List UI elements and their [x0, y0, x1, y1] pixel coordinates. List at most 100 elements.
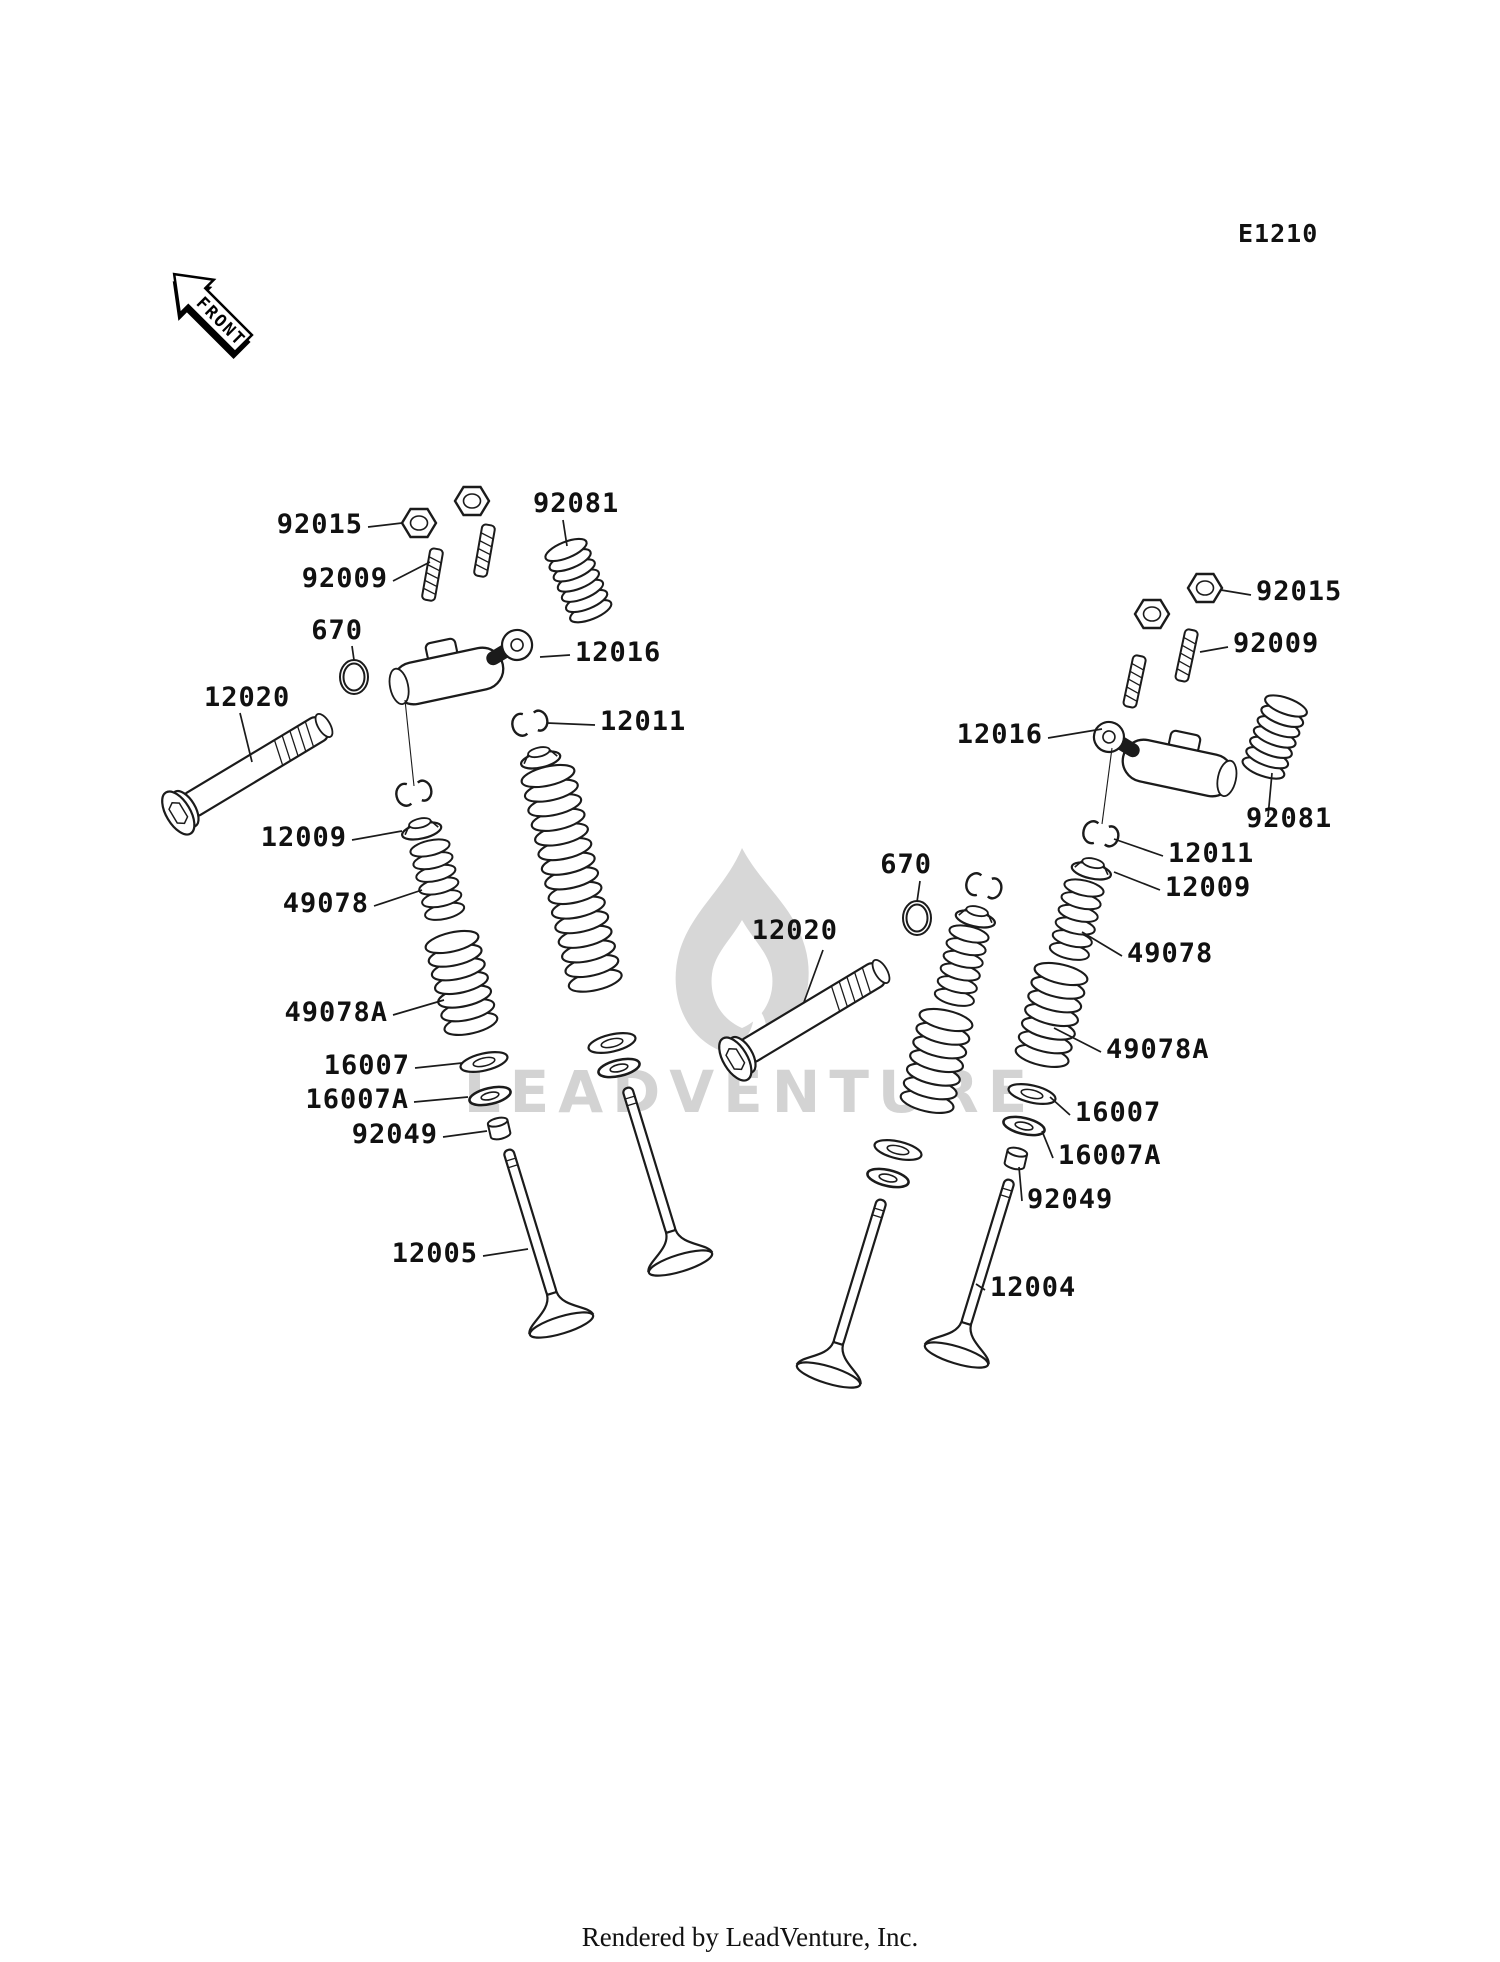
leader-left-670 — [351, 645, 355, 661]
left-assembly — [154, 485, 716, 1344]
label-left-49078: 49078 — [283, 888, 369, 919]
label-left-92015: 92015 — [277, 509, 363, 540]
left-stem-cap-92049 — [486, 1115, 513, 1142]
leader-right-92081 — [1267, 772, 1273, 818]
left-locknut-92015-a — [400, 507, 438, 539]
leader-left-92081 — [562, 519, 568, 547]
label-right-92081: 92081 — [1246, 803, 1332, 834]
right-leader-lines — [803, 589, 1273, 1291]
left-valve-spring-rear — [518, 759, 625, 997]
label-right-92015: 92015 — [1256, 576, 1342, 607]
right-assembly-axis-line — [1101, 747, 1113, 825]
left-assembly-axis-line — [404, 699, 415, 787]
label-right-16007: 16007 — [1075, 1097, 1161, 1128]
leader-right-49078a — [1053, 1027, 1102, 1053]
right-spring-seat-front — [871, 1135, 925, 1165]
label-left-12005: 12005 — [392, 1238, 478, 1269]
diagram-code: E1210 — [1238, 219, 1318, 248]
leader-right-670 — [916, 880, 921, 903]
label-left-12020: 12020 — [204, 682, 290, 713]
left-leader-lines — [239, 519, 596, 1257]
label-left-16007a: 16007A — [305, 1084, 409, 1115]
right-locknut-92015-b — [1133, 598, 1171, 630]
leader-left-92009 — [392, 561, 431, 582]
leader-right-16007 — [1049, 1096, 1071, 1116]
label-left-92049: 92049 — [352, 1119, 438, 1150]
leader-right-92009 — [1199, 646, 1229, 653]
label-right-12016: 12016 — [957, 719, 1043, 750]
front-arrow-icon: FRONT — [172, 272, 254, 360]
label-left-12011: 12011 — [600, 706, 686, 737]
label-right-12004: 12004 — [990, 1272, 1076, 1303]
right-rocker-arm-12016 — [1092, 720, 1238, 798]
leader-left-16007a — [413, 1096, 469, 1103]
label-right-670: 670 — [880, 849, 932, 880]
leader-left-12009 — [351, 830, 403, 841]
watermark-flame-icon — [675, 848, 809, 1052]
right-spring-49078-front — [932, 921, 992, 1011]
label-right-92009: 92009 — [1233, 628, 1319, 659]
left-rocker-arm-12016 — [388, 628, 534, 706]
label-right-12011: 12011 — [1168, 838, 1254, 869]
label-left-670: 670 — [311, 615, 363, 646]
right-spring-92081 — [1238, 689, 1311, 785]
label-left-16007: 16007 — [324, 1050, 410, 1081]
label-left-12009: 12009 — [261, 822, 347, 853]
leader-left-49078 — [373, 889, 423, 907]
label-right-12009: 12009 — [1165, 872, 1251, 903]
leader-right-12011 — [1113, 838, 1164, 857]
leader-right-12016 — [1047, 728, 1103, 739]
label-right-92049: 92049 — [1027, 1184, 1113, 1215]
left-retainer-12009 — [398, 813, 444, 844]
right-oring-670 — [902, 900, 932, 936]
label-right-49078: 49078 — [1127, 938, 1213, 969]
right-adjust-screw-92009-b — [1121, 653, 1148, 710]
leader-left-12016 — [539, 654, 571, 658]
right-stem-cap-92049 — [1002, 1145, 1029, 1172]
left-spring-seat-rear — [585, 1028, 639, 1058]
label-left-12016: 12016 — [575, 637, 661, 668]
right-valve-front — [793, 1189, 915, 1394]
leader-right-92049 — [1018, 1166, 1023, 1202]
leader-right-12004 — [975, 1283, 986, 1291]
leader-right-12020 — [803, 949, 824, 1003]
left-locknut-92015-b — [453, 485, 491, 517]
right-seal-16007a — [1000, 1112, 1048, 1140]
label-right-12020: 12020 — [752, 915, 838, 946]
leader-right-16007a — [1041, 1130, 1054, 1159]
left-rocker-shaft-12020 — [154, 700, 343, 841]
left-valve-12005 — [475, 1139, 597, 1344]
leader-right-49078 — [1081, 931, 1123, 957]
label-right-16007a: 16007A — [1058, 1140, 1162, 1171]
right-spring-49078 — [1047, 875, 1107, 965]
left-spring-49078 — [407, 835, 467, 925]
left-part-labels: 92015 92009 92081 670 12016 12020 12011 … — [204, 488, 686, 1269]
leader-left-92015 — [367, 522, 403, 528]
label-left-92081: 92081 — [533, 488, 619, 519]
right-keepers-12011-front — [963, 870, 1005, 903]
leader-left-92049 — [442, 1130, 488, 1138]
leader-left-12011 — [546, 722, 596, 726]
leader-left-12020 — [239, 712, 253, 763]
footer-credit: Rendered by LeadVenture, Inc. — [582, 1922, 919, 1952]
left-keepers-12011 — [509, 706, 551, 739]
right-assembly — [711, 572, 1311, 1394]
leader-right-92015 — [1220, 589, 1252, 596]
right-locknut-92015-a — [1186, 572, 1224, 604]
left-spring-92081 — [541, 533, 616, 628]
left-oring-670 — [339, 659, 369, 695]
leader-right-12009 — [1113, 871, 1161, 891]
right-spring-49078a — [1012, 957, 1091, 1073]
label-left-49078a: 49078A — [284, 997, 388, 1028]
label-left-92009: 92009 — [302, 563, 388, 594]
leader-left-16007 — [414, 1062, 463, 1069]
right-part-labels: 92015 92009 12016 92081 12011 12009 670 … — [752, 576, 1342, 1303]
leader-left-12005 — [482, 1248, 529, 1257]
right-adjust-screw-92009-a — [1173, 627, 1200, 684]
right-keepers-12011 — [1080, 818, 1122, 851]
left-adjust-screw-92009-b — [472, 522, 497, 579]
leader-left-49078a — [392, 999, 445, 1016]
right-seal-front — [864, 1164, 912, 1192]
label-right-49078a: 49078A — [1106, 1034, 1210, 1065]
